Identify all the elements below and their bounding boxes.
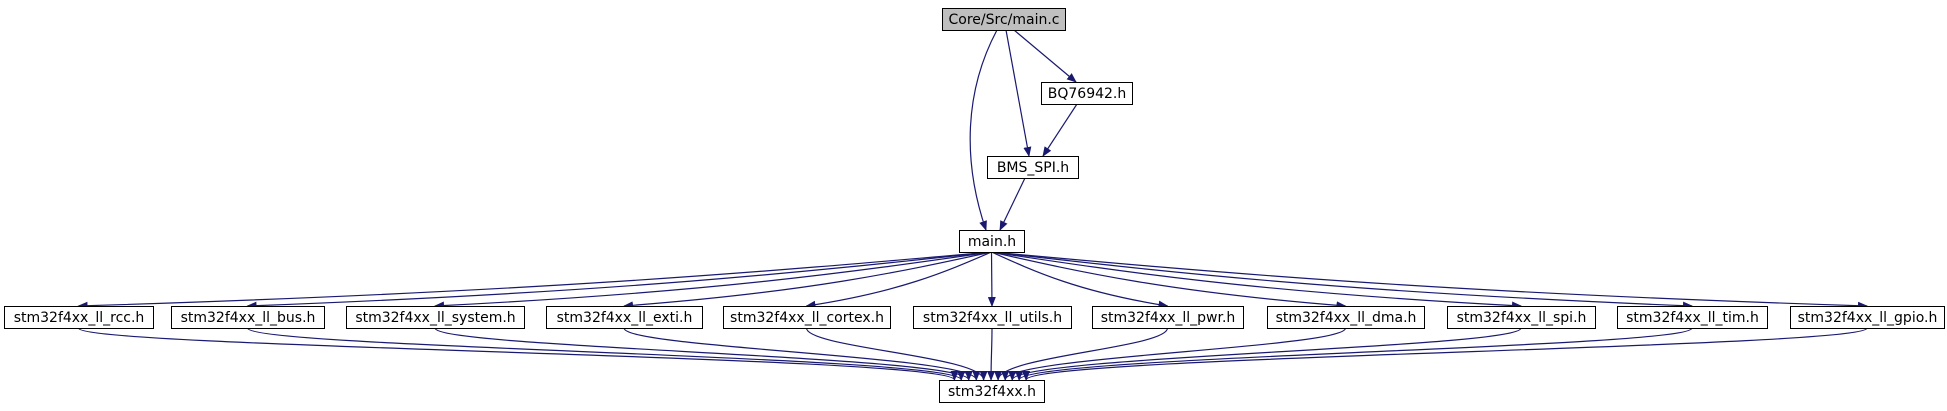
edge-bq76942_h-to-bms_spi_h — [1042, 103, 1078, 157]
node-label: BMS_SPI.h — [997, 160, 1069, 176]
node-stm32f4xx_h[interactable]: stm32f4xx.h — [939, 380, 1045, 403]
node-label: stm32f4xx_ll_pwr.h — [1101, 310, 1236, 326]
node-box — [1790, 306, 1945, 329]
node-box — [1092, 306, 1244, 329]
edge-main_h-to-ll_rcc_h — [77, 251, 992, 310]
edge-main_h-to-ll_cortex_h — [805, 251, 992, 309]
node-box — [1617, 306, 1768, 329]
edge-core_src_main_c-to-bms_spi_h — [1005, 29, 1032, 157]
node-label: Core/Src/main.c — [949, 12, 1060, 28]
node-ll_spi_h[interactable]: stm32f4xx_ll_spi.h — [1447, 306, 1596, 329]
edge-main_h-to-ll_exti_h — [623, 251, 992, 310]
node-ll_pwr_h[interactable]: stm32f4xx_ll_pwr.h — [1092, 306, 1244, 329]
node-bms_spi_h[interactable]: BMS_SPI.h — [987, 156, 1079, 179]
node-main_h[interactable]: main.h — [959, 230, 1025, 253]
node-ll_gpio_h[interactable]: stm32f4xx_ll_gpio.h — [1790, 306, 1945, 329]
edge-ll_cortex_h-to-stm32f4xx_h — [805, 327, 988, 381]
node-label: stm32f4xx_ll_spi.h — [1457, 310, 1587, 326]
edges-layer — [77, 29, 1868, 381]
edge-main_h-to-ll_spi_h — [991, 251, 1522, 310]
node-box — [1447, 306, 1596, 329]
edge-ll_bus_h-to-stm32f4xx_h — [246, 327, 965, 381]
edge-ll_gpio_h-to-stm32f4xx_h — [1022, 327, 1868, 381]
node-label: stm32f4xx.h — [948, 384, 1036, 400]
node-box — [723, 306, 891, 329]
node-ll_utils_h[interactable]: stm32f4xx_ll_utils.h — [913, 306, 1072, 329]
node-label: stm32f4xx_ll_tim.h — [1626, 310, 1759, 326]
edge-main_h-to-ll_dma_h — [991, 251, 1347, 310]
node-label: BQ76942.h — [1048, 86, 1126, 102]
edge-main_h-to-ll_tim_h — [991, 251, 1693, 310]
node-label: main.h — [968, 234, 1016, 250]
node-ll_bus_h[interactable]: stm32f4xx_ll_bus.h — [171, 306, 325, 329]
node-box — [546, 306, 703, 329]
node-box — [913, 306, 1072, 329]
node-box — [939, 380, 1045, 403]
edge-ll_rcc_h-to-stm32f4xx_h — [77, 327, 959, 381]
node-bq76942_h[interactable]: BQ76942.h — [1041, 82, 1133, 105]
node-label: stm32f4xx_ll_bus.h — [181, 310, 316, 326]
node-box — [1041, 82, 1133, 105]
edge-main_h-to-ll_utils_h — [987, 251, 996, 307]
edge-core_src_main_c-to-main_h — [969, 29, 998, 231]
edge-ll_system_h-to-stm32f4xx_h — [434, 327, 973, 381]
node-ll_tim_h[interactable]: stm32f4xx_ll_tim.h — [1617, 306, 1768, 329]
node-core_src_main_c[interactable]: Core/Src/main.c — [942, 8, 1066, 31]
node-box — [4, 306, 154, 329]
node-box — [171, 306, 325, 329]
edge-main_h-to-ll_system_h — [434, 251, 992, 310]
node-box — [959, 230, 1025, 253]
node-box — [942, 8, 1066, 31]
node-box — [1267, 306, 1425, 329]
edge-bms_spi_h-to-main_h — [999, 177, 1026, 231]
node-ll_cortex_h[interactable]: stm32f4xx_ll_cortex.h — [723, 306, 891, 329]
edge-main_h-to-ll_pwr_h — [991, 251, 1169, 309]
node-label: stm32f4xx_ll_utils.h — [923, 310, 1062, 326]
edge-core_src_main_c-to-bq76942_h — [1013, 29, 1077, 83]
node-label: stm32f4xx_ll_system.h — [355, 310, 515, 326]
edge-ll_spi_h-to-stm32f4xx_h — [1008, 327, 1522, 381]
node-box — [987, 156, 1079, 179]
edge-ll_pwr_h-to-stm32f4xx_h — [994, 327, 1169, 381]
edge-main_h-to-ll_bus_h — [246, 251, 992, 310]
edge-ll_utils_h-to-stm32f4xx_h — [987, 327, 996, 381]
node-label: stm32f4xx_ll_dma.h — [1276, 310, 1417, 326]
node-label: stm32f4xx_ll_exti.h — [557, 310, 693, 326]
edge-main_h-to-ll_gpio_h — [991, 251, 1868, 310]
node-ll_exti_h[interactable]: stm32f4xx_ll_exti.h — [546, 306, 703, 329]
node-label: stm32f4xx_ll_gpio.h — [1798, 310, 1938, 326]
node-label: stm32f4xx_ll_cortex.h — [730, 310, 884, 326]
node-label: stm32f4xx_ll_rcc.h — [14, 310, 145, 326]
node-box — [346, 306, 525, 329]
edge-ll_exti_h-to-stm32f4xx_h — [623, 327, 981, 381]
edge-ll_tim_h-to-stm32f4xx_h — [1015, 327, 1693, 381]
node-ll_system_h[interactable]: stm32f4xx_ll_system.h — [346, 306, 525, 329]
node-ll_rcc_h[interactable]: stm32f4xx_ll_rcc.h — [4, 306, 154, 329]
node-ll_dma_h[interactable]: stm32f4xx_ll_dma.h — [1267, 306, 1425, 329]
